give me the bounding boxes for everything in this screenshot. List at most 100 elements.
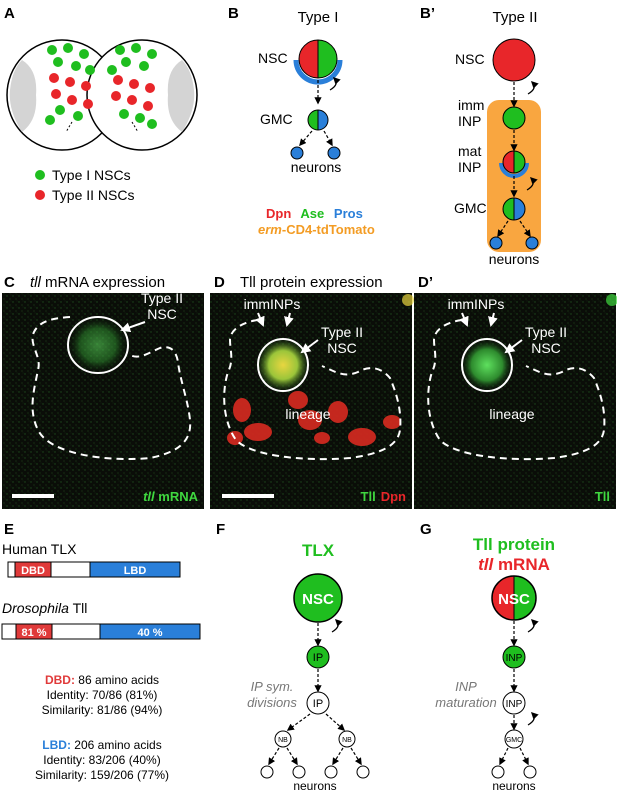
right-optic-lobe [167,60,195,132]
tll-nsc-label: NSC [498,591,530,608]
mat-inp-line1: mat [458,143,481,159]
panel-e: E Human TLX DBD LBD Drosophila Tll 81 % … [1,521,201,782]
lbd-heading-label: LBD: [42,738,71,752]
type2-neurons-label: neurons [489,251,540,267]
panel-d-prime-annot-2: NSC [531,340,561,356]
tll-neuron-2 [523,765,537,779]
panel-c-title-rest: mRNA expression [41,274,165,291]
panel-b: B Type I NSC GMC neurons Dpn Ase Pros [228,5,375,237]
panel-c-corner-italic: tll [143,489,155,504]
tlx-side-line1: IP sym. [251,679,294,694]
panel-d-lineage: lineage [285,406,330,422]
legend-ase: Ase [300,206,324,221]
type2-nsc-dot [67,95,77,105]
type1-nsc-dot [119,109,129,119]
tll-neuron-1 [491,765,505,779]
tlx-ip-label-2: IP [313,698,323,710]
type2-nsc-dot [145,83,155,93]
panel-c-title-italic: tll [30,274,42,291]
type2-nsc-dot [83,99,93,109]
tlx-nb-cell-1 [274,730,292,748]
tll-side-line2: maturation [435,695,496,710]
legend-type2-dot [35,190,45,200]
panel-f-label: F [216,521,225,538]
type1-nsc-dot [71,61,81,71]
imm-inp-line1: imm [458,97,484,113]
type1-nsc-dot [131,43,141,53]
panel-g-title-1: Tll protein [473,535,555,554]
type2-nsc-dot [143,101,153,111]
type2-gmc-cell [502,197,526,221]
tlx-neurons-label: neurons [293,779,336,793]
human-lbd-label: LBD [124,565,147,577]
tlx-nsc-label: NSC [302,591,334,608]
type2-nsc-dot [113,75,123,85]
drosophila-rest: Tll [69,600,87,616]
drosophila-italic: Drosophila [2,600,69,616]
tll-inp-cell-1 [502,645,526,669]
panel-d: D Tll protein expression immINPs [210,274,414,509]
lineage-outline-d-prime [427,319,606,461]
type1-nsc-dot [121,57,131,67]
tlx-neuron-2 [292,765,306,779]
type1-nsc-dot [79,49,89,59]
panel-c-label: C [4,274,15,291]
panel-c-annot-2: NSC [147,306,177,322]
imm-inp-cell [502,106,526,130]
panel-d-prime: D’ immINPs Type II NSC lineage Tll [414,274,617,509]
panel-a: A Type I NSCs Type II NSCs [4,5,198,203]
panel-d-annot-2: NSC [327,340,357,356]
panel-g: G Tll protein tll mRNA NSC INP INP matur… [420,521,555,793]
tlx-side-line2: divisions [247,695,297,710]
type1-nsc-dot [73,111,83,121]
lbd-heading: LBD: 206 amino acids [42,738,161,752]
tlx-nsc-cell [293,573,343,623]
human-dbd-label: DBD [21,565,45,577]
tlx-neuron-3 [324,765,338,779]
type1-nsc-dot [147,119,157,129]
tlx-neuron-1 [260,765,274,779]
type2-nsc-dot [127,95,137,105]
panel-d-prime-corner: Tll [595,489,610,504]
tll-neurons-label: neurons [492,779,535,793]
panel-d-prime-lineage: lineage [489,406,534,422]
type1-nsc-dot [63,43,73,53]
type1-nsc-cell [293,39,343,85]
legend-type2-label: Type II NSCs [52,187,134,203]
panel-b-label: B [228,5,239,22]
drosophila-tll-bar: 81 % 40 % [1,623,201,640]
type2-nsc-dot [51,89,61,99]
panel-g-title-2-italic: tll [478,555,494,574]
panel-g-label: G [420,521,432,538]
tll-inp-cell-2 [502,691,526,715]
type1-gmc-label: GMC [260,111,293,127]
lbd-identity: Identity: 83/206 (40%) [43,753,160,767]
panel-b-prime-label: B’ [420,5,435,22]
panel-d-annot-1: Type II [321,324,363,340]
nsc-outline-d [257,338,309,392]
legend-pros: Pros [334,206,363,221]
panel-b-prime-title: Type II [492,9,537,26]
legend-erm: erm-CD4-tdTomato [258,222,375,237]
panel-g-title-2: tll mRNA [478,555,550,574]
legend-erm-italic: erm [258,222,282,237]
type1-nsc-dot [135,113,145,123]
type2-nsc-dot [81,81,91,91]
dbd-similarity: Similarity: 81/86 (94%) [42,703,163,717]
tll-inp-label-2: INP [506,699,523,710]
type1-neurons-label: neurons [291,159,342,175]
panel-d-prime-annot-1: Type II [525,324,567,340]
nsc-outline-c [67,316,129,374]
type1-nsc-dot [139,61,149,71]
tlx-ip-label-1: IP [313,652,323,664]
legend-type1-label: Type I NSCs [52,167,131,183]
type2-neuron-2 [525,236,539,250]
tlx-ip-cell-2 [306,691,330,715]
dbd-heading-rest: 86 amino acids [75,673,159,687]
micrograph-d-prime: immINPs Type II NSC lineage Tll [414,293,617,509]
type1-nsc-dot [147,49,157,59]
legend-type1-dot [35,170,45,180]
type1-gmc-cell [307,109,329,131]
left-optic-lobe [9,60,37,132]
